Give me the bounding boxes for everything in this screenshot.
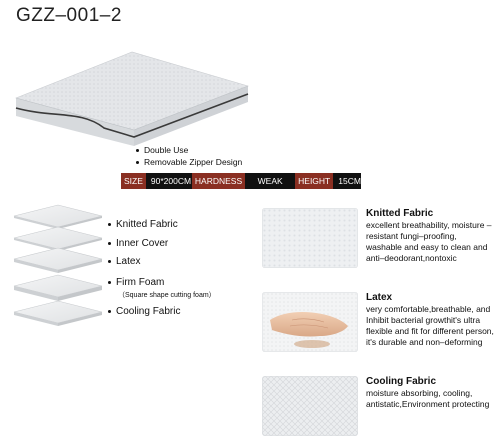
bullet-icon — [108, 310, 111, 313]
height-value: 15CM — [333, 173, 362, 189]
card-text-cooling-fabric: moisture absorbing, cooling, antistatic,… — [366, 388, 490, 409]
bullet-icon — [136, 160, 139, 164]
card-text-latex: very comfortable,breathable, and Inhibit… — [366, 304, 494, 347]
cooling-fabric-swatch — [262, 376, 358, 436]
hardness-label: HARDNESS — [191, 173, 246, 189]
card-title-cooling-fabric: Cooling Fabric — [366, 376, 436, 387]
hardness-value: WEAK — [245, 173, 296, 189]
bullet-icon — [108, 281, 111, 284]
latex-hand-press-photo — [262, 292, 358, 352]
feature-item: Double Use — [136, 144, 242, 156]
knitted-fabric-swatch — [262, 208, 358, 268]
layer-note-firm-foam: （Square shape cutting foam） — [118, 292, 216, 299]
layer-label-inner-cover: Inner Cover — [108, 238, 168, 249]
bullet-icon — [108, 242, 111, 245]
layer-label-knitted-fabric: Knitted Fabric — [108, 219, 178, 230]
bullet-icon — [108, 223, 111, 226]
layer-sheet — [13, 226, 103, 251]
size-label: SIZE — [121, 173, 146, 189]
card-title-knitted-fabric: Knitted Fabric — [366, 208, 434, 219]
spec-bar: SIZE 90*200CM HARDNESS WEAK HEIGHT 15CM — [121, 173, 362, 189]
card-text-knitted-fabric: excellent breathability, moisture –resis… — [366, 220, 492, 263]
feature-item: Removable Zipper Design — [136, 156, 242, 168]
layer-sheet — [13, 300, 103, 326]
layer-stack-image — [13, 204, 103, 326]
layer-sheet — [13, 204, 103, 229]
layer-label-cooling-fabric: Cooling Fabric — [108, 306, 180, 317]
layer-label-firm-foam: Firm Foam — [108, 277, 164, 288]
layer-label-latex: Latex — [108, 256, 140, 267]
mattress-image — [15, 51, 249, 146]
bullet-icon — [136, 148, 139, 152]
feature-list: Double Use Removable Zipper Design — [136, 144, 242, 168]
bullet-icon — [108, 260, 111, 263]
layer-sheet — [13, 274, 103, 301]
height-label: HEIGHT — [295, 173, 334, 189]
hand-icon — [270, 312, 348, 337]
size-value: 90*200CM — [145, 173, 192, 189]
card-title-latex: Latex — [366, 292, 393, 303]
product-code-title: GZZ–001–2 — [16, 5, 122, 26]
layer-sheet — [13, 247, 103, 273]
